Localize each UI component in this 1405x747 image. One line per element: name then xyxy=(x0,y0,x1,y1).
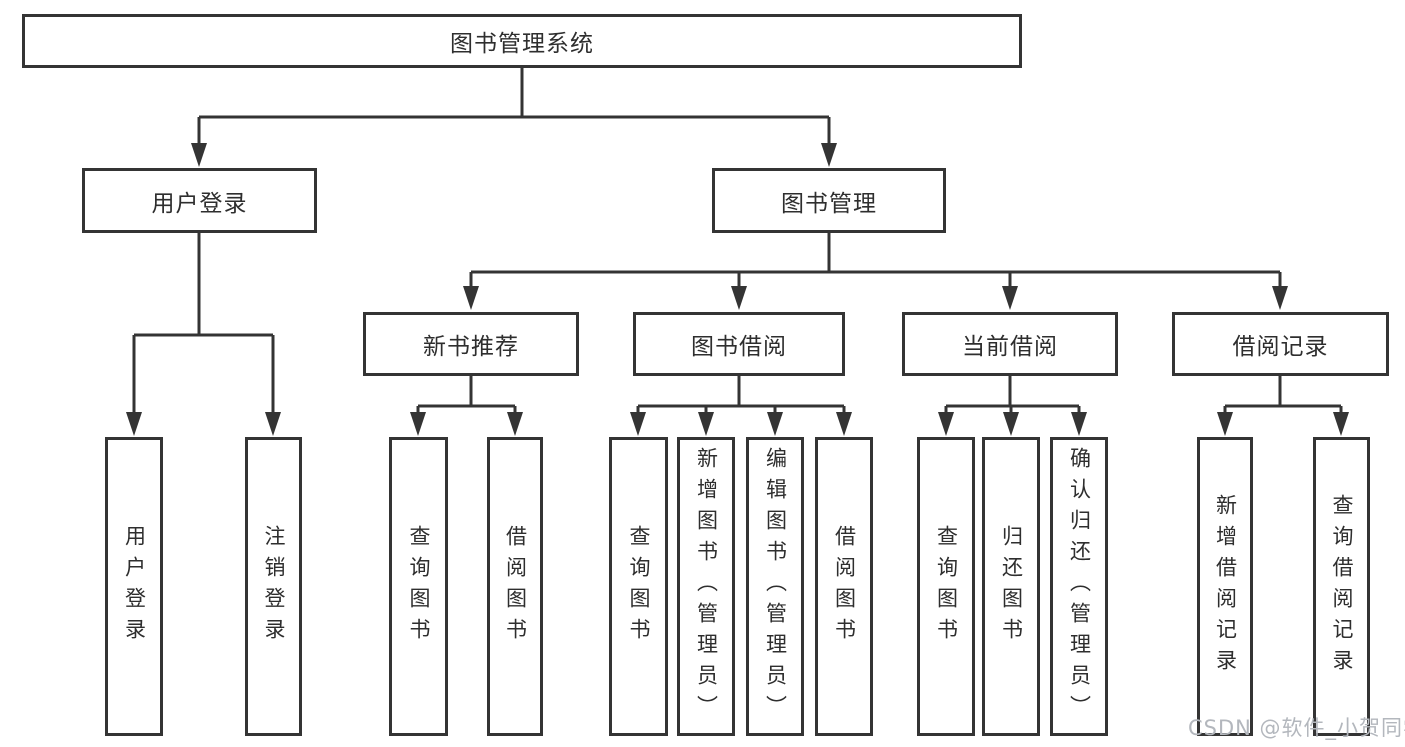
leaf-user-login: 用户登录 xyxy=(105,437,163,736)
connector-borrow-to-leaves xyxy=(636,376,846,417)
leaf-current-return-books: 归还图书 xyxy=(982,437,1040,736)
leaf-logout: 注销登录 xyxy=(245,437,302,736)
arrowhead-down-icon xyxy=(767,412,783,436)
arrowheads xyxy=(126,143,1349,436)
connector-current-to-leaves xyxy=(944,376,1081,417)
leaf-borrow-borrow-books: 借阅图书 xyxy=(815,437,873,736)
arrowhead-down-icon xyxy=(1333,412,1349,436)
leaf-current-query-books: 查询图书 xyxy=(917,437,975,736)
leaf-recommend-query-books: 查询图书 xyxy=(389,437,448,736)
arrowhead-down-icon xyxy=(1002,286,1018,310)
node-user-login: 用户登录 xyxy=(82,168,317,233)
node-label: 新增图书（管理员） xyxy=(694,447,719,726)
node-label: 查询借阅记录 xyxy=(1330,493,1354,680)
node-root: 图书管理系统 xyxy=(22,14,1022,68)
node-new-book-recommend: 新书推荐 xyxy=(363,312,579,376)
node-label: 借阅记录 xyxy=(1232,334,1329,360)
node-label: 注销登录 xyxy=(262,524,286,649)
node-label: 用户登录 xyxy=(151,190,248,217)
leaf-current-confirm-return-admin: 确认归还（管理员） xyxy=(1050,437,1108,736)
leaf-recommend-borrow-books: 借阅图书 xyxy=(487,437,543,736)
arrowhead-down-icon xyxy=(1071,412,1087,436)
arrowhead-down-icon xyxy=(731,286,747,310)
node-label: 查询图书 xyxy=(934,524,959,649)
node-label: 查询图书 xyxy=(407,524,431,649)
node-book-management: 图书管理 xyxy=(712,168,946,233)
node-label: 新书推荐 xyxy=(423,334,519,360)
arrowhead-down-icon xyxy=(821,143,837,167)
node-label: 当前借阅 xyxy=(962,334,1058,360)
node-label: 图书管理 xyxy=(781,190,877,217)
connector-recommend-to-leaves xyxy=(416,376,517,417)
node-label: 借阅图书 xyxy=(832,524,857,649)
arrowhead-down-icon xyxy=(630,412,646,436)
connector-login-to-leaves xyxy=(132,233,275,417)
leaf-records-query-record: 查询借阅记录 xyxy=(1313,437,1370,736)
node-label: 查询图书 xyxy=(627,524,651,649)
arrowhead-down-icon xyxy=(410,412,426,436)
arrowhead-down-icon xyxy=(463,286,479,310)
node-label: 图书管理系统 xyxy=(450,31,594,57)
node-label: 图书借阅 xyxy=(691,334,787,360)
arrowhead-down-icon xyxy=(1272,286,1288,310)
arrowhead-down-icon xyxy=(507,412,523,436)
node-current-borrow: 当前借阅 xyxy=(902,312,1118,376)
leaf-borrow-query-books: 查询图书 xyxy=(609,437,668,736)
node-label: 确认归还（管理员） xyxy=(1067,447,1092,726)
arrowhead-down-icon xyxy=(191,143,207,167)
connector-records-to-leaves xyxy=(1223,376,1343,417)
arrowhead-down-icon xyxy=(265,412,281,436)
node-borrow-records: 借阅记录 xyxy=(1172,312,1389,376)
node-label: 归还图书 xyxy=(999,524,1024,649)
node-label: 新增借阅记录 xyxy=(1213,493,1238,680)
leaf-records-add-record: 新增借阅记录 xyxy=(1197,437,1253,736)
watermark: CSDN @软件_小贺同学 xyxy=(1188,716,1405,740)
arrowhead-down-icon xyxy=(1003,412,1019,436)
node-label: 用户登录 xyxy=(122,524,147,649)
leaf-borrow-add-books-admin: 新增图书（管理员） xyxy=(677,437,735,736)
arrowhead-down-icon xyxy=(938,412,954,436)
node-label: 编辑图书（管理员） xyxy=(763,447,788,726)
connector-root-to-level2 xyxy=(197,68,831,147)
connector-management-to-level3 xyxy=(469,233,1282,291)
arrowhead-down-icon xyxy=(1217,412,1233,436)
node-label: 借阅图书 xyxy=(503,524,528,649)
leaf-borrow-edit-books-admin: 编辑图书（管理员） xyxy=(746,437,804,736)
arrowhead-down-icon xyxy=(836,412,852,436)
arrowhead-down-icon xyxy=(698,412,714,436)
arrowhead-down-icon xyxy=(126,412,142,436)
node-book-borrow: 图书借阅 xyxy=(633,312,845,376)
